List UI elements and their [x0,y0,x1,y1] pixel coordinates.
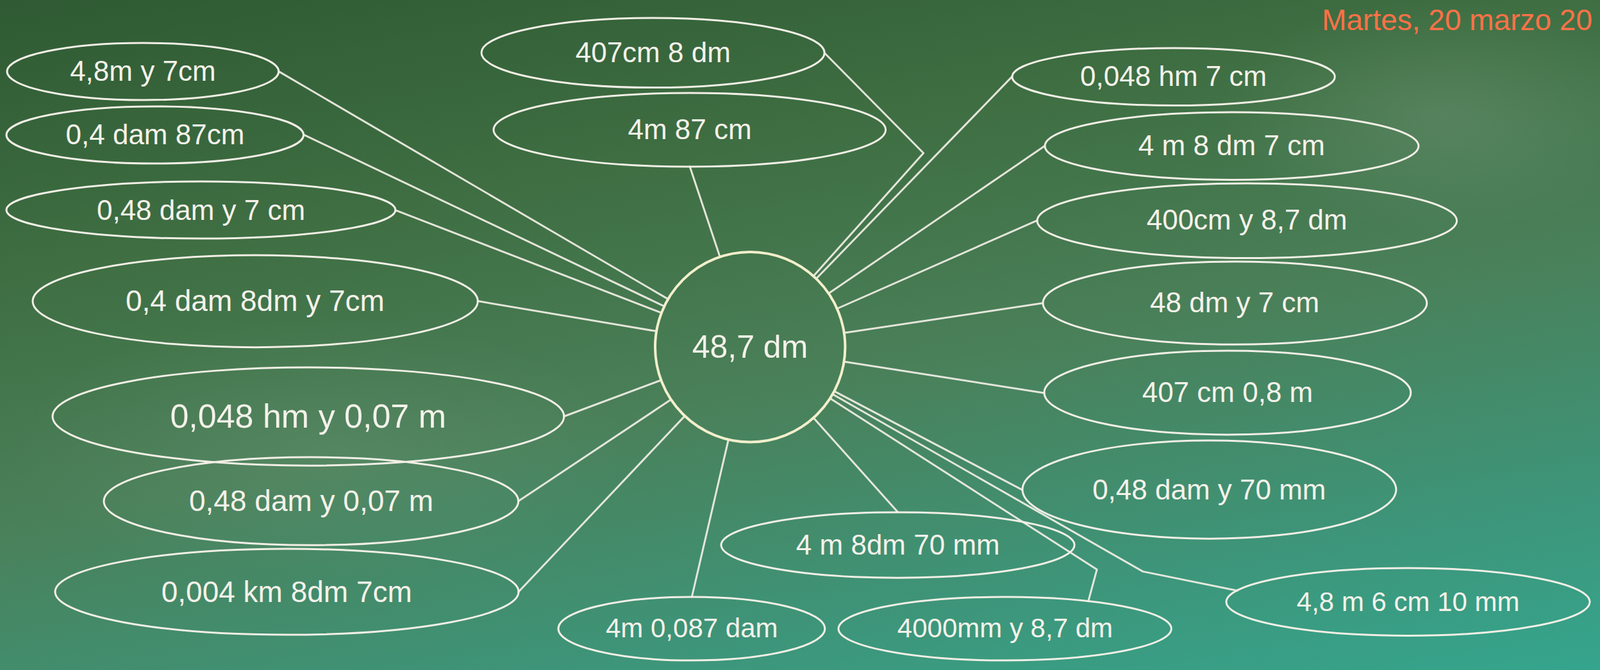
ellipse-stroke [6,181,396,239]
node-text: 0,48 dam y 0,07 m [189,483,434,519]
ellipse-stroke [1022,440,1397,539]
node-text: 0,48 dam y 7 cm [96,193,306,228]
chalk-ellipse: 4 m 8dm 70 mm [719,510,1077,580]
connector-line [303,134,665,307]
center-circle: 48,7 dm [653,250,847,444]
chalk-ellipse: 0,004 km 8dm 7cm [53,546,521,637]
ellipse-stroke [32,255,478,348]
node-text: 4 m 8dm 70 mm [796,528,1000,563]
ellipse-stroke [1037,183,1458,259]
node-text: 0,48 dam y 70 mm [1092,473,1326,508]
ellipse-stroke [558,596,825,661]
chalk-ellipse: 4m 0,087 dam [556,594,827,663]
connector-line [477,301,657,332]
ellipse-stroke [1042,261,1427,345]
chalk-ellipse: 407cm 8 dm [479,16,827,90]
node-text: 0,048 hm y 0,07 m [169,396,447,436]
ellipse-stroke [838,596,1172,661]
ellipse-stroke [103,457,519,545]
connector-line [837,220,1038,309]
node-text: 48 dm y 7 cm [1150,285,1320,320]
node-text: 407 cm 0,8 m [1142,375,1314,410]
date-label: Martes, 20 marzo 20 [1321,2,1593,38]
connector-line [844,303,1043,334]
connector-line [828,146,1045,294]
chalk-ellipse: 400cm y 8,7 dm [1035,181,1459,261]
ellipse-stroke [1226,567,1590,636]
ellipse-stroke [6,106,304,164]
node-text: 407cm 8 dm [575,35,731,70]
connector-line [278,71,668,299]
chalk-ellipse: 0,4 dam 8dm y 7cm [30,253,480,350]
chalk-ellipse: 0,48 dam y 0,07 m [101,455,521,547]
ellipse-stroke [655,251,845,442]
connector-line [564,380,661,417]
connector-line [813,53,924,277]
chalk-ellipse: 4,8m y 7cm [5,41,281,102]
connector-line [691,439,729,597]
node-text: 0,004 km 8dm 7cm [161,574,413,610]
chalk-ellipse: 4m 87 cm [491,91,888,169]
chalk-ellipse: 0,48 dam y 7 cm [4,179,398,241]
connector-line [518,399,672,501]
node-text: 4,8m y 7cm [69,54,216,89]
chalk-ellipse: 0,4 dam 87cm [4,104,306,166]
ellipse-stroke [1044,350,1411,435]
node-text: 4m 87 cm [627,112,752,147]
node-text: 400cm y 8,7 dm [1146,203,1348,238]
ellipse-stroke [481,17,825,88]
connector-line [830,398,1097,602]
ellipse-stroke [55,548,519,635]
connector-line [813,417,899,513]
chalk-ellipse: 4 m 8 dm 7 cm [1042,110,1421,182]
connector-line [844,361,1045,393]
node-text: 0,048 hm 7 cm [1080,59,1267,94]
ellipse-stroke [7,42,279,100]
connector-line [518,416,685,592]
chalk-ellipse: 0,48 dam y 70 mm [1020,438,1399,541]
chalk-ellipse: 4,8 m 6 cm 10 mm [1224,566,1592,638]
chalk-ellipse: 0,048 hm 7 cm [1010,46,1337,108]
ellipse-stroke [1044,112,1419,180]
ellipse-stroke [493,92,886,167]
ellipse-stroke [721,512,1075,578]
node-text: 0,4 dam 8dm y 7cm [125,283,385,319]
node-text: 4,8 m 6 cm 10 mm [1296,585,1520,618]
chalk-ellipse: 0,048 hm y 0,07 m [50,365,567,468]
chalk-ellipse: 407 cm 0,8 m [1042,348,1413,437]
node-text: 4m 0,087 dam [605,612,779,645]
node-text: 48,7 dm [692,327,809,367]
chalk-ellipse: 4000mm y 8,7 dm [836,594,1174,663]
connector-line [833,391,1023,490]
connector-line [395,210,662,313]
node-text: 0,4 dam 87cm [66,117,245,152]
node-text: 4 m 8 dm 7 cm [1138,128,1325,163]
ellipse-stroke [52,367,565,466]
ellipse-stroke [1012,48,1335,106]
node-text: 4000mm y 8,7 dm [897,612,1113,645]
chalk-ellipse: 48 dm y 7 cm [1041,259,1429,347]
connector-line [689,166,720,258]
